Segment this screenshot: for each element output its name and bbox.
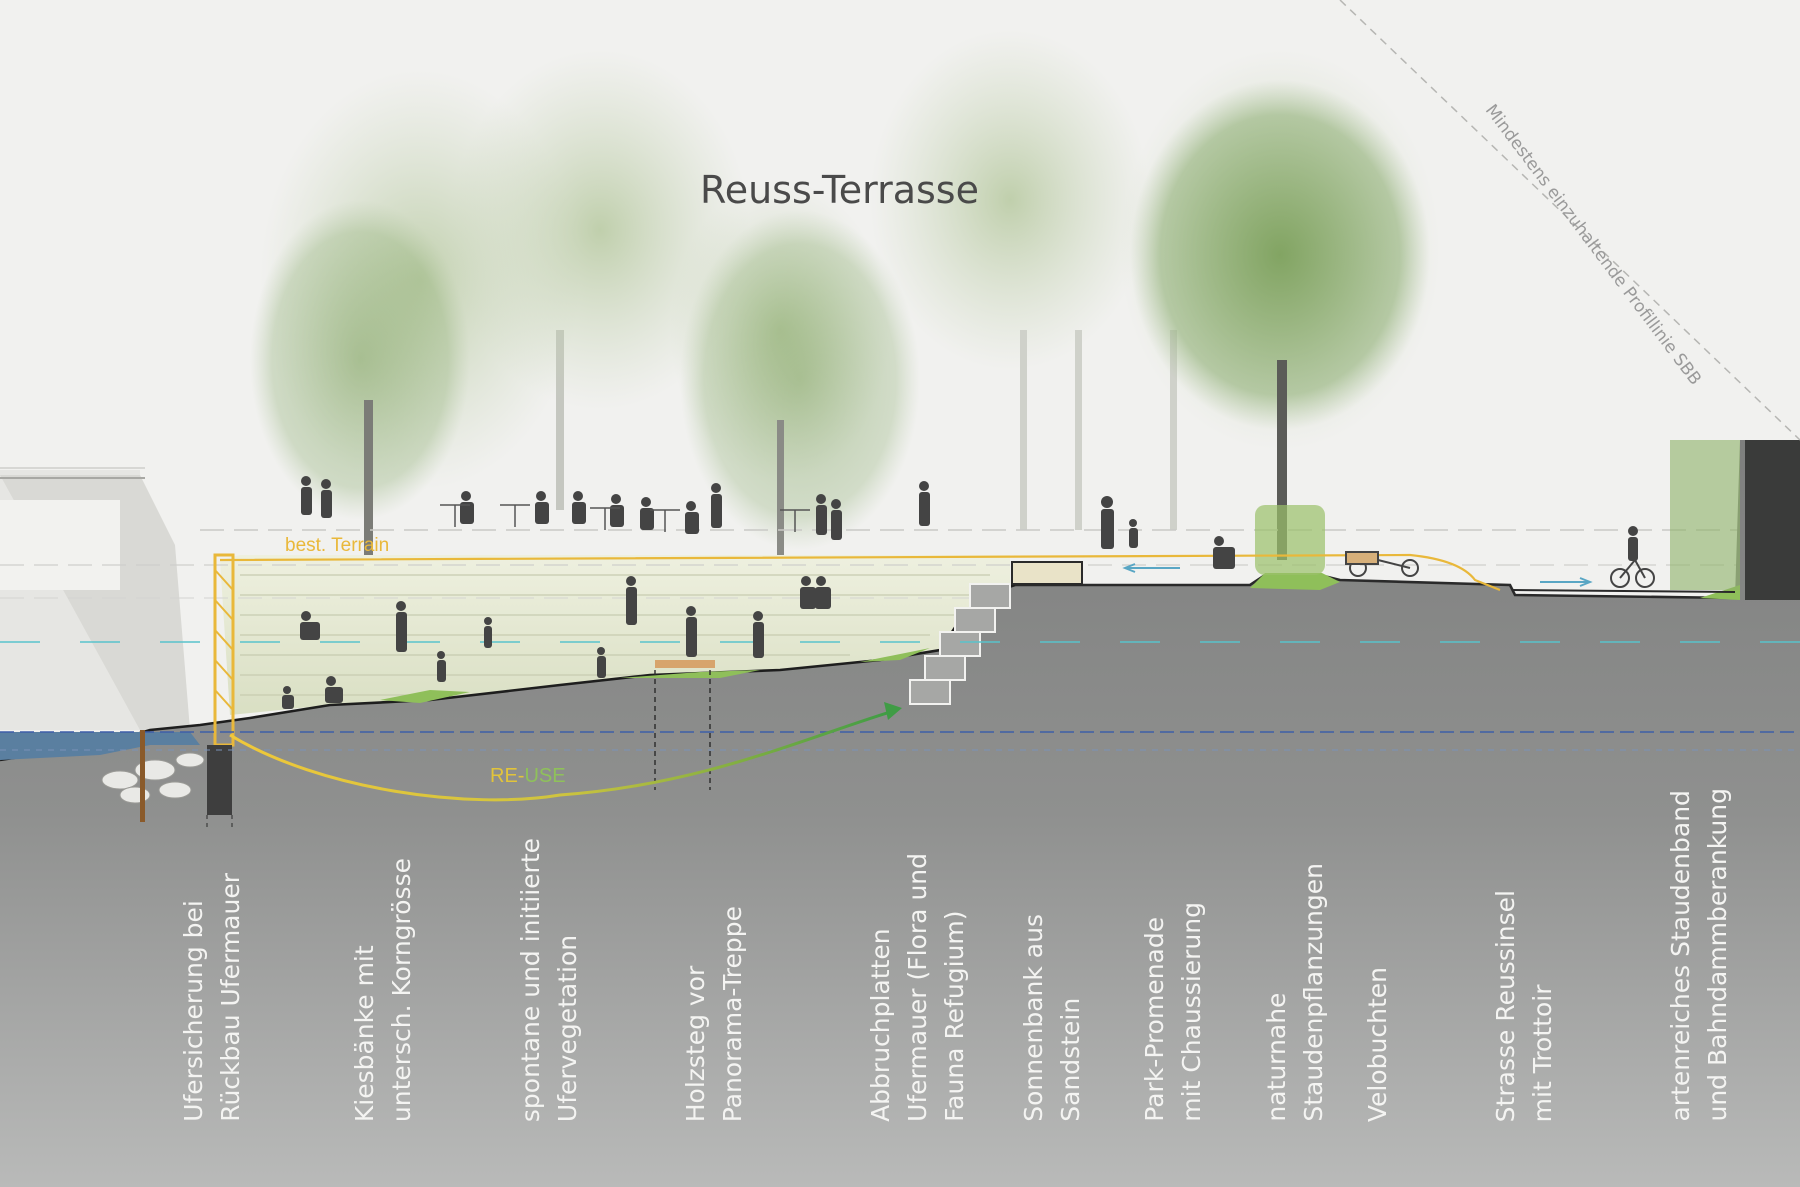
reuse-label: RE-USE xyxy=(490,765,566,788)
label-park-promenade: Park-Promenade mit Chaussierung xyxy=(1140,902,1206,1122)
terrain-line xyxy=(219,553,1501,592)
page-title: Reuss-Terrasse xyxy=(700,168,979,212)
label-abbruchplatten: Abbruchplatten Ufermauer (Flora und Faun… xyxy=(866,853,969,1122)
arrow-icon xyxy=(1540,577,1593,587)
bench-icon xyxy=(655,660,715,668)
label-ufervegetation: spontane und initiierte Ufervegetation xyxy=(516,837,582,1122)
label-ufersicherung: Ufersicherung bei Rückbau Ufermauer xyxy=(179,873,245,1122)
cafe-tables xyxy=(440,504,810,532)
arrow-icon xyxy=(1122,563,1180,573)
label-sonnenbank: Sonnenbank aus Sandstein xyxy=(1019,914,1085,1122)
reuse-label-part2: USE xyxy=(524,765,566,787)
stairs-icon xyxy=(909,583,1011,705)
terrace-step-lines xyxy=(240,574,990,696)
arrow-icon xyxy=(884,702,902,720)
label-staudenpflanzungen: naturnahe Staudenpflanzungen xyxy=(1262,863,1328,1122)
cargo-bike-icon xyxy=(1345,551,1419,577)
wooden-pile xyxy=(140,730,145,822)
bicycle-icon xyxy=(1610,559,1655,588)
label-holzsteg: Holzsteg vor Panorama-Treppe xyxy=(681,905,747,1122)
person-icon xyxy=(1628,526,1638,561)
ground-section xyxy=(0,440,1800,1187)
label-kiesbaenke: Kiesbänke mit untersch. Korngrösse xyxy=(350,857,416,1122)
river-water xyxy=(0,732,200,760)
bridge-structure xyxy=(0,467,190,730)
bench-icon xyxy=(1011,561,1083,585)
reuse-arrow xyxy=(229,710,891,802)
label-strasse: Strasse Reussinsel mit Trottoir xyxy=(1491,889,1557,1122)
railway-embankment xyxy=(1745,440,1800,600)
retaining-wall xyxy=(207,553,235,815)
vegetation-strips xyxy=(380,440,1740,703)
terrain-line-label: best. Terrain xyxy=(285,535,390,556)
person-icon xyxy=(282,476,1235,709)
label-staudenband: artenreiches Staudenband und Bahndammber… xyxy=(1666,788,1732,1122)
reuse-label-part1: RE- xyxy=(490,765,525,787)
label-velobuchten: Velobuchten xyxy=(1363,966,1392,1122)
